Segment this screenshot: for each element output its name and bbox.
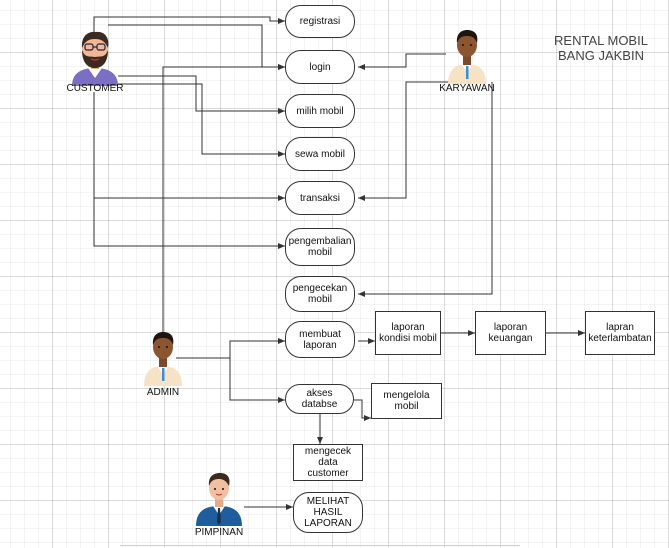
edge-customer-transaksi [93,92,285,201]
node-melihat-hasil-laporan-line-1: MELIHAT [306,496,350,507]
edge-karyawan-pengecekan [358,82,493,297]
node-mengelola-mobil-line-1: mengelola [383,390,430,401]
node-membuat-laporan: membuat laporan [285,321,355,358]
actor-label-admin: ADMIN [146,387,180,398]
edge-karyawan-login [358,53,446,70]
node-laporan-kondisi-mobil: laporan kondisi mobil [375,311,441,355]
edge-customer-registrasi [93,16,285,34]
node-lapran-keterlambatan-line-1: lapran [606,322,634,333]
node-pengembalian-mobil-line-1: pengembalian [288,236,352,247]
node-login: login [285,50,355,84]
edge-karyawan-transaksi [358,81,480,201]
node-pengecekan-mobil-line-2: mobil [308,294,332,305]
node-milih-mobil: milih mobil [285,94,355,128]
edge-admin-akses-databse [229,358,285,403]
title-line-1: RENTAL MOBIL [554,33,648,48]
node-melihat-hasil-laporan: MELIHAT HASIL LAPORAN [293,492,363,533]
node-transaksi-text: transaksi [299,192,340,204]
node-mengecek-data-customer: mengecek data customer [293,444,363,481]
node-mengelola-mobil-line-2: mobil [394,401,419,412]
edge-customer-sewa-mobil [118,83,285,157]
node-melihat-hasil-laporan-line-2: HASIL [313,507,343,518]
node-melihat-hasil-laporan-line-3: LAPORAN [304,518,352,529]
node-pengembalian-mobil: pengembalian mobil [285,228,355,266]
node-akses-databse: akses databse [285,384,354,414]
edge-customer-pengembalian [93,198,285,249]
node-laporan-keuangan-line-1: laporan [493,322,528,333]
diagram-title: RENTAL MOBIL BANG JAKBIN [538,33,664,63]
actor-label-customer: CUSTOMER [66,83,124,94]
node-laporan-kondisi-mobil-line-2: kondisi mobil [379,333,437,344]
node-membuat-laporan-line-2: laporan [303,339,337,351]
pimpinan-avatar-icon [196,473,242,526]
node-sewa-mobil: sewa mobil [285,137,355,171]
node-membuat-laporan-line-1: membuat [299,328,341,340]
node-login-text: login [309,61,331,73]
node-milih-mobil-text: milih mobil [296,105,344,117]
edge-customer-login [108,24,285,70]
edge-admin-membuat-laporan [176,338,285,359]
node-laporan-kondisi-mobil-line-1: laporan [391,322,425,333]
actor-label-karyawan: KARYAWAN [439,83,495,94]
edge-akses-mengelola [354,399,371,421]
edge-customer-milih-mobil [118,75,285,114]
title-line-2: BANG JAKBIN [558,48,644,63]
node-pengecekan-mobil-line-1: pengecekan [292,283,348,294]
node-sewa-mobil-text: sewa mobil [294,148,346,160]
node-mengelola-mobil: mengelola mobil [371,383,442,419]
node-mengecek-data-customer-line-2: data customer [307,457,349,479]
node-lapran-keterlambatan-line-2: keterlambatan [588,333,652,344]
actor-label-pimpinan: PIMPINAN [194,527,244,538]
node-pengembalian-mobil-line-2: mobil [308,247,332,258]
node-registrasi: registrasi [285,5,355,38]
node-akses-databse-text: akses databse [301,388,338,410]
admin-avatar-icon [144,332,182,386]
node-pengecekan-mobil: pengecekan mobil [285,276,355,312]
node-laporan-keuangan-line-2: keuangan [488,333,533,344]
bottom-divider [120,545,520,546]
node-transaksi: transaksi [285,181,355,215]
karyawan-avatar-icon [448,30,486,84]
node-registrasi-text: registrasi [299,16,341,27]
node-mengecek-data-customer-line-1: mengecek [304,446,352,457]
node-laporan-keuangan: laporan keuangan [475,311,546,355]
customer-avatar-icon [72,31,118,86]
edge-admin-login [162,64,285,335]
node-lapran-keterlambatan: lapran keterlambatan [585,311,655,355]
